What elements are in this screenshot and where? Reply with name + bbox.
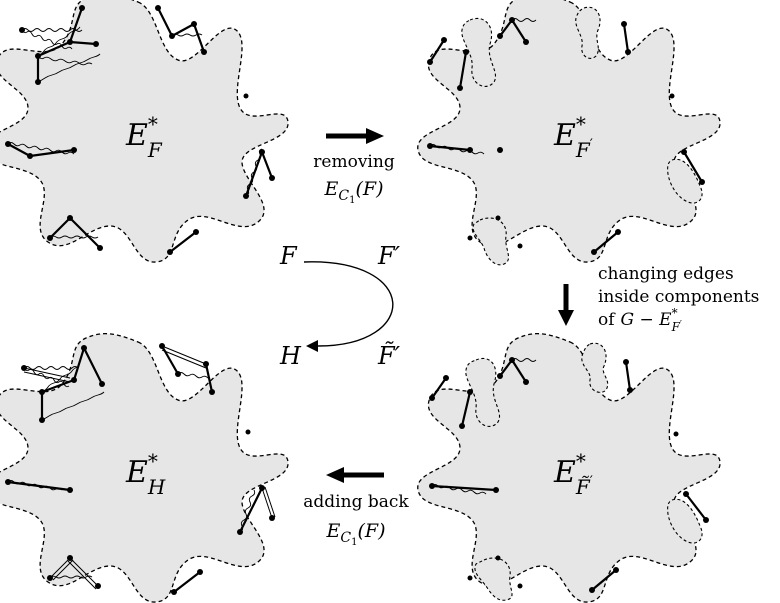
cycle-diagram: F F′ H F̃′ <box>279 242 401 370</box>
component-region <box>474 557 513 601</box>
component-short-edge <box>171 569 203 595</box>
set-label-bottom-left: E*H <box>125 449 166 499</box>
curved-arrow <box>303 261 394 347</box>
component-right-triangle <box>243 148 275 199</box>
changing-label-line2: inside components <box>598 287 759 307</box>
component-cluster <box>21 345 105 423</box>
panel-top-left: E*F <box>0 0 289 263</box>
component-edges <box>427 17 705 255</box>
cycle-label-F: F <box>279 242 298 270</box>
component-region <box>667 498 703 544</box>
right-arrow-icon <box>326 128 384 144</box>
cycle-label-H: H <box>279 342 302 370</box>
component-region <box>667 158 703 204</box>
set-label-top-right: E*F′ <box>553 112 593 162</box>
adding-set-label: EC1(F) <box>326 520 386 548</box>
component-bottom-triangle <box>47 555 101 590</box>
isolated-vertex <box>243 93 249 99</box>
component-region <box>472 217 510 266</box>
component-bottom-triangle <box>47 215 103 251</box>
set-label-top-left: E*F <box>125 112 163 162</box>
panel-top-right: E*F′ <box>417 0 721 266</box>
component-region <box>575 6 601 59</box>
component-triangle <box>159 343 215 395</box>
down-arrow-icon <box>558 284 574 326</box>
component-short-edge <box>167 229 199 255</box>
component-left-edge <box>5 479 73 493</box>
removing-label: removing <box>313 152 395 172</box>
cycle-label-F-prime: F′ <box>377 242 401 270</box>
adding-label: adding back <box>303 492 409 512</box>
component-region <box>581 342 609 393</box>
step-removing: removing EC1(F) <box>313 128 395 206</box>
panel-bottom-left: E*H <box>0 332 289 603</box>
changing-label-line1: changing edges <box>598 264 734 284</box>
panel-bottom-right: E*F̃′ <box>417 332 721 603</box>
component-left-edge <box>5 141 77 159</box>
component-top-left-cluster <box>19 5 101 85</box>
component-region <box>465 358 500 427</box>
curved-arrow-head-icon <box>306 340 318 352</box>
component-region <box>461 18 496 87</box>
left-arrow-icon <box>326 467 384 483</box>
step-adding: adding back EC1(F) <box>303 467 409 548</box>
removing-set-label: EC1(F) <box>324 178 384 206</box>
isolated-vertex <box>245 429 251 435</box>
component-top-left-triangle <box>155 5 207 55</box>
component-edges <box>429 357 709 593</box>
component-right-triangle <box>237 485 276 535</box>
set-label-bottom-right: E*F̃′ <box>553 449 593 499</box>
cycle-label-F-tilde-prime: F̃′ <box>377 342 401 370</box>
